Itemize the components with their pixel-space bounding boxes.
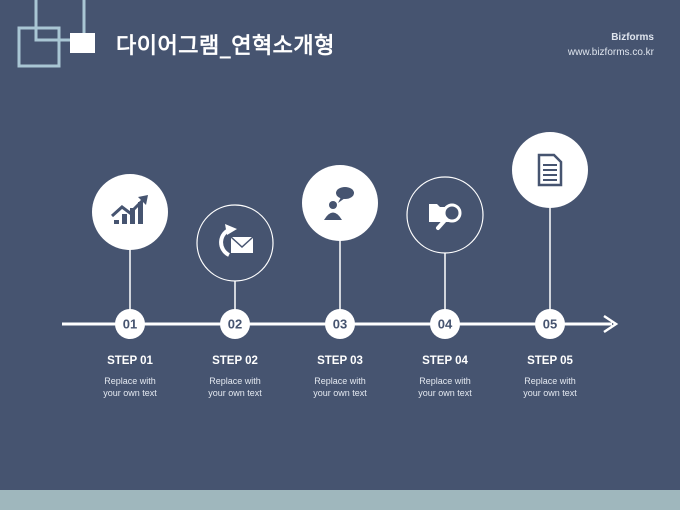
- step-title: STEP 02: [212, 355, 258, 367]
- step-description: Replace with your own text: [523, 376, 577, 398]
- step-number: 02: [228, 317, 242, 332]
- mail-icon: [219, 224, 254, 257]
- step-number-badge: [535, 309, 565, 339]
- timeline-arrowhead: [603, 314, 619, 334]
- step-number-badge: [430, 309, 460, 339]
- person-chat-icon: [324, 187, 354, 220]
- step-number-badge: [220, 309, 250, 339]
- logo-decoration: [17, 0, 95, 68]
- page-title: 다이어그램_연혁소개형: [116, 34, 335, 59]
- step-description: Replace with your own text: [418, 376, 472, 398]
- step-number-badge: [115, 309, 145, 339]
- step-node-05: 05: [512, 132, 588, 339]
- footer-band: [0, 490, 680, 510]
- step-node-02: 02: [196, 204, 274, 339]
- step-node-01: 01: [92, 174, 168, 339]
- step-node-04: 04: [406, 176, 484, 339]
- step-description: Replace with your own text: [208, 376, 262, 398]
- document-icon: [537, 153, 563, 187]
- step-title: STEP 03: [317, 355, 363, 367]
- step-description: Replace with your own text: [103, 376, 157, 398]
- step-icon-circle: [196, 204, 274, 282]
- folder-search-icon: [429, 203, 462, 230]
- brand-url: www.bizforms.co.kr: [567, 47, 654, 58]
- step-number: 03: [333, 317, 347, 332]
- step-description: Replace with your own text: [313, 376, 367, 398]
- brand-block: Bizforms www.bizforms.co.kr: [568, 30, 654, 60]
- step-number: 04: [438, 317, 453, 332]
- step-title: STEP 01: [107, 355, 153, 367]
- step-icon-circle: [302, 165, 378, 241]
- chart-icon: [110, 195, 148, 224]
- step-number: 05: [543, 317, 557, 332]
- step-node-03: 03: [302, 165, 378, 339]
- step-title: STEP 04: [422, 355, 468, 367]
- brand-name: Bizforms: [611, 32, 654, 43]
- step-number: 01: [123, 317, 137, 332]
- step-title: STEP 05: [527, 355, 573, 367]
- step-icon-circle: [406, 176, 484, 254]
- step-number-badge: [325, 309, 355, 339]
